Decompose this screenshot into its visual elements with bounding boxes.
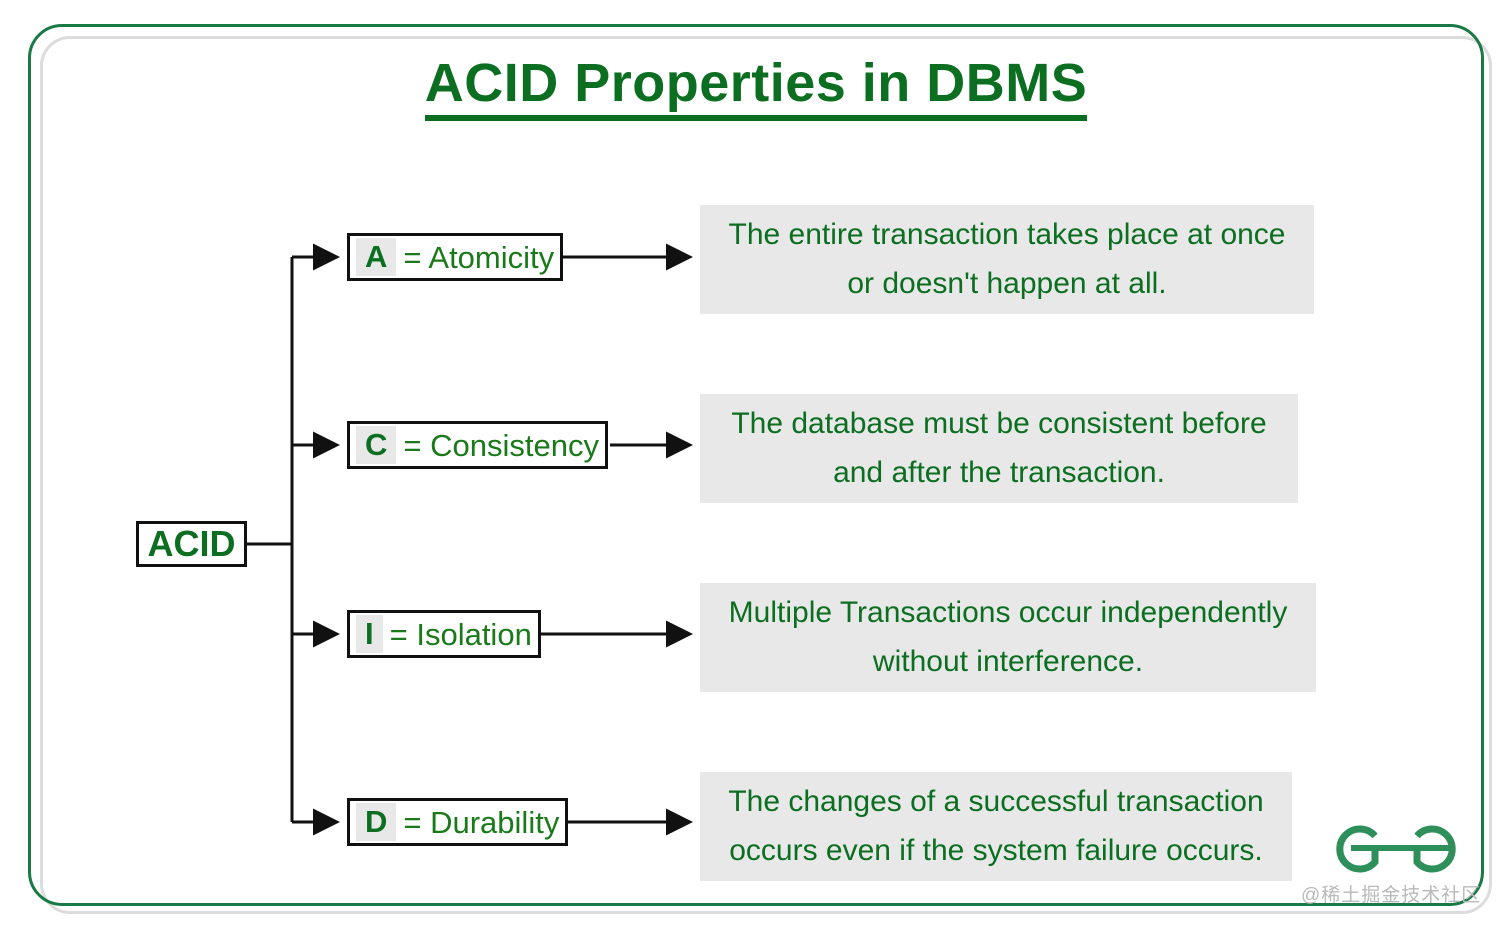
description-atomicity: The entire transaction takes place at on…: [700, 205, 1314, 315]
property-label-atomicity: = Atomicity: [403, 239, 555, 275]
property-box-atomicity: A = Atomicity: [347, 233, 564, 281]
description-line: The database must be consistent before: [731, 407, 1267, 440]
description-consistency: The database must be consistent before a…: [700, 394, 1298, 504]
description-line: without interference.: [872, 644, 1144, 678]
property-letter-a: A: [356, 238, 397, 276]
watermark-text: @稀土掘金技术社区: [1301, 885, 1482, 906]
root-node-acid: ACID: [136, 521, 247, 567]
property-label-consistency: = Consistency: [403, 427, 599, 463]
root-node-label: ACID: [147, 523, 236, 564]
property-letter-i: I: [356, 615, 383, 653]
description-durability: The changes of a successful transaction …: [700, 772, 1292, 882]
property-box-consistency: C = Consistency: [347, 421, 608, 469]
property-label-durability: = Durability: [403, 804, 560, 840]
description-isolation: Multiple Transactions occur independentl…: [700, 583, 1316, 693]
description-line: or doesn't happen at all.: [847, 266, 1167, 300]
description-line: occurs even if the system failure occurs…: [729, 833, 1263, 867]
description-line: The changes of a successful transaction: [728, 785, 1264, 818]
property-letter-c: C: [356, 426, 397, 464]
property-label-isolation: = Isolation: [389, 616, 532, 652]
geeksforgeeks-logo-icon: [1336, 825, 1456, 873]
description-line: The entire transaction takes place at on…: [728, 218, 1286, 251]
property-letter-d: D: [356, 803, 397, 841]
page-title: ACID Properties in DBMS: [0, 52, 1512, 121]
description-line: and after the transaction.: [833, 455, 1165, 489]
property-box-isolation: I = Isolation: [347, 610, 541, 658]
description-line: Multiple Transactions occur independentl…: [728, 596, 1288, 629]
page-title-text: ACID Properties in DBMS: [424, 53, 1088, 121]
property-box-durability: D = Durability: [347, 798, 569, 846]
